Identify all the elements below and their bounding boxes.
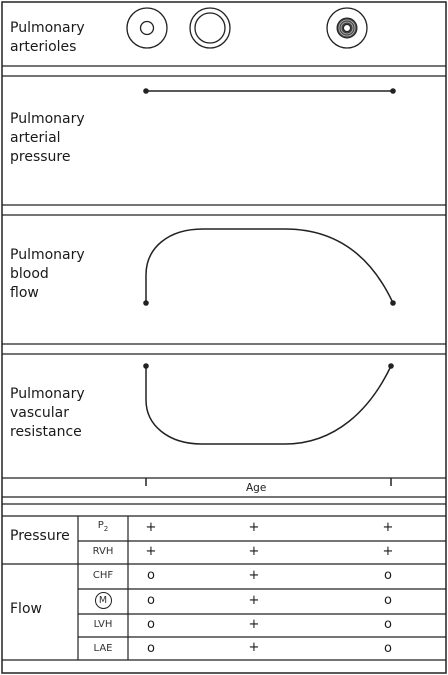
row-label-lvh: LVH — [93, 619, 113, 630]
resistance-curve — [143, 363, 394, 445]
age-axis-ticks — [145, 478, 392, 486]
pressure-curve — [143, 88, 396, 94]
cell-m-late: o — [384, 593, 392, 608]
arteriole-thin-wall-icon — [189, 7, 231, 49]
age-axis-label: Age — [246, 482, 267, 494]
cell-m-early: o — [147, 593, 155, 608]
cell-chf-mid: + — [248, 568, 260, 583]
row-label-p2-subscript: 2 — [103, 525, 109, 533]
row-label-rvh: RVH — [92, 546, 114, 557]
cell-rvh-early: + — [145, 544, 157, 559]
cell-p2-early: + — [145, 520, 157, 535]
arteriole-thick-wall-icon — [326, 7, 368, 49]
label-pulmonary-arterioles: Pulmonary arterioles — [10, 20, 85, 55]
label-pulmonary-arterial-pressure: Pulmonary arterial pressure — [10, 111, 85, 165]
row-label-lae: LAE — [93, 643, 113, 654]
cell-lvh-early: o — [147, 617, 155, 632]
cell-lae-mid: + — [248, 640, 260, 655]
blood-flow-curve — [143, 228, 396, 306]
cell-lvh-mid: + — [248, 617, 260, 632]
circled-m-icon: M — [94, 592, 112, 609]
table-grid — [2, 515, 446, 661]
row-label-chf: CHF — [92, 570, 114, 581]
cell-p2-late: + — [382, 520, 394, 535]
cell-chf-late: o — [384, 568, 392, 583]
label-pulmonary-blood-flow: Pulmonary blood flow — [10, 247, 85, 301]
cell-lae-early: o — [147, 641, 155, 656]
group-label-flow: Flow — [10, 601, 42, 617]
cell-p2-mid: + — [248, 520, 260, 535]
label-pulmonary-vascular-resistance: Pulmonary vascular resistance — [10, 386, 85, 440]
group-label-pressure: Pressure — [10, 528, 70, 544]
row-label-m: M — [79, 592, 127, 609]
panel-separators — [2, 65, 446, 505]
cell-lvh-late: o — [384, 617, 392, 632]
arteriole-normal-icon — [126, 7, 168, 49]
cell-rvh-mid: + — [248, 544, 260, 559]
cell-lae-late: o — [384, 641, 392, 656]
cell-chf-early: o — [147, 568, 155, 583]
row-label-p2: P2 — [97, 520, 109, 533]
cell-rvh-late: + — [382, 544, 394, 559]
cell-m-mid: + — [248, 593, 260, 608]
